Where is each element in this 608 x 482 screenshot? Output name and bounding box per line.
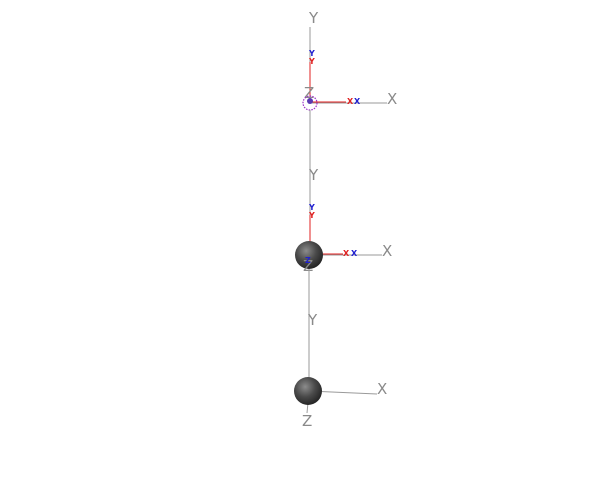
bottom-joint-sphere[interactable] xyxy=(294,377,322,405)
middle-x-axis-label: X xyxy=(382,242,392,260)
frame-top[interactable]: Y X Y Y X X Z xyxy=(302,9,397,111)
top-local-y-blue-label: Y xyxy=(308,49,315,58)
frame-bottom[interactable]: Y X Z xyxy=(294,311,387,430)
middle-local-y-red-label: Y xyxy=(308,211,315,220)
middle-z-blue-mark: Z xyxy=(305,256,311,265)
middle-local-x-blue-label: X xyxy=(351,249,358,258)
bottom-y-axis-label: Y xyxy=(307,311,318,329)
middle-joint-sphere[interactable] xyxy=(295,241,323,269)
bottom-z-axis-label: Z xyxy=(302,412,312,430)
top-x-axis-label: X xyxy=(387,90,397,108)
middle-y-axis-label: Y xyxy=(308,166,319,184)
top-joint-marker-inner xyxy=(307,98,313,104)
top-local-y-red-label: Y xyxy=(308,57,315,66)
frame-middle[interactable]: Y Y Y X X X Z Z xyxy=(295,166,392,275)
top-local-x-red-label: X xyxy=(347,97,354,106)
top-z-axis-label: Z xyxy=(304,84,314,102)
bottom-x-axis-label: X xyxy=(377,380,387,398)
middle-local-y-blue-label: Y xyxy=(308,203,315,212)
top-y-axis-label: Y xyxy=(308,9,319,27)
middle-local-x-red-label: X xyxy=(343,249,350,258)
middle-z-axis-label: Z xyxy=(303,257,313,275)
top-local-x-blue-label: X xyxy=(354,97,361,106)
